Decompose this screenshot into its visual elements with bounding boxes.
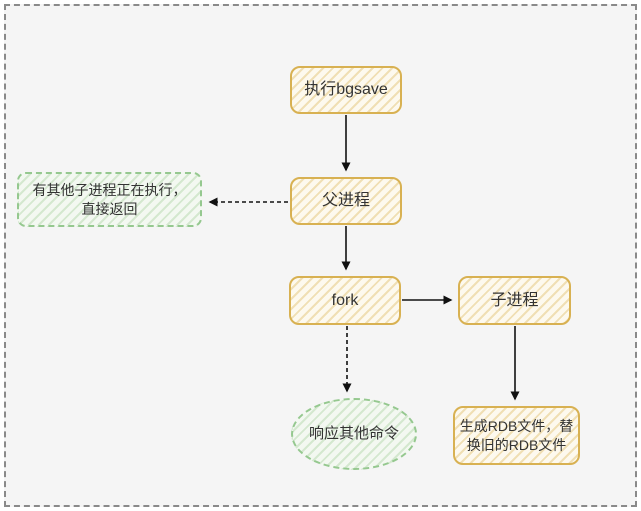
node-parent-process-label: 父进程: [321, 192, 370, 210]
node-execute-bgsave[interactable]: 执行bgsave: [290, 66, 402, 114]
rdb-line-1: 生成RDB文件，替: [459, 417, 574, 434]
note-line-1: 有其他子进程正在执行，: [32, 181, 187, 198]
node-child-process-label: 子进程: [490, 291, 539, 309]
node-generate-rdb-label: 生成RDB文件，替 换旧的RDB文件: [460, 417, 574, 455]
node-execute-bgsave-label: 执行bgsave: [304, 81, 388, 99]
rdb-line-2: 换旧的RDB文件: [466, 436, 567, 453]
node-parent-process[interactable]: 父进程: [290, 177, 402, 225]
node-generate-rdb[interactable]: 生成RDB文件，替 换旧的RDB文件: [453, 406, 580, 465]
node-respond-other-commands[interactable]: 响应其他命令: [291, 398, 417, 470]
note-line-2: 直接返回: [81, 200, 138, 217]
node-respond-other-commands-label: 响应其他命令: [308, 424, 399, 442]
node-other-child-running-note[interactable]: 有其他子进程正在执行， 直接返回: [17, 172, 202, 227]
node-child-process[interactable]: 子进程: [458, 276, 571, 325]
node-fork[interactable]: fork: [289, 276, 401, 325]
node-fork-label: fork: [331, 291, 359, 309]
